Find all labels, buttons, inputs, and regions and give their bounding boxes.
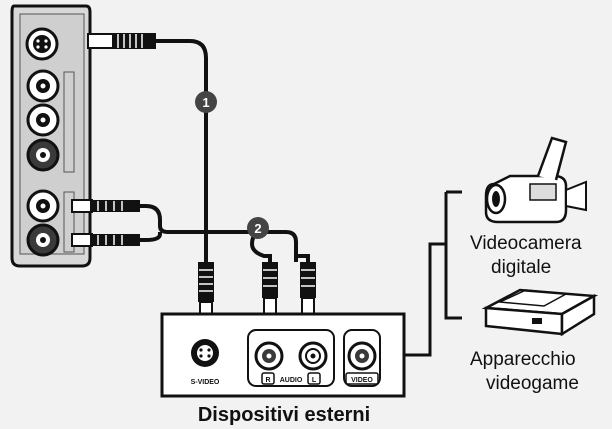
audio-cable bbox=[71, 199, 316, 321]
svideo-jack bbox=[191, 339, 219, 367]
audio-l-jack bbox=[298, 341, 328, 371]
diagram-caption: Dispositivi esterni bbox=[198, 404, 370, 426]
svg-text:2: 2 bbox=[254, 221, 261, 236]
tv-audio-jacks bbox=[26, 189, 75, 257]
audio-r-label: R bbox=[265, 377, 270, 384]
camcorder-label-line2: digitale bbox=[491, 257, 551, 278]
camcorder-icon bbox=[484, 136, 587, 224]
game-console-icon bbox=[481, 288, 599, 337]
svg-text:1: 1 bbox=[202, 95, 209, 110]
audio-label: AUDIO bbox=[280, 377, 303, 384]
device-bracket bbox=[404, 190, 462, 357]
tv-component-jacks bbox=[26, 69, 75, 173]
tv-svideo-jack bbox=[25, 27, 59, 61]
external-device-panel: S-VIDEO R AUDIO L VIDEO bbox=[160, 312, 406, 398]
audio-r-jack bbox=[254, 341, 284, 371]
audio-l-label: L bbox=[312, 377, 317, 384]
step-2-badge: 2 bbox=[247, 217, 269, 239]
video-label: VIDEO bbox=[351, 377, 373, 384]
console-label-line1: Apparecchio bbox=[470, 349, 576, 370]
step-1-badge: 1 bbox=[195, 91, 217, 113]
camcorder-label-line1: Videocamera bbox=[470, 233, 582, 254]
svideo-label: S-VIDEO bbox=[191, 379, 220, 386]
tv-input-panel bbox=[10, 4, 92, 268]
video-jack bbox=[347, 341, 377, 371]
console-label-line2: videogame bbox=[486, 373, 579, 394]
svideo-cable bbox=[87, 33, 214, 329]
